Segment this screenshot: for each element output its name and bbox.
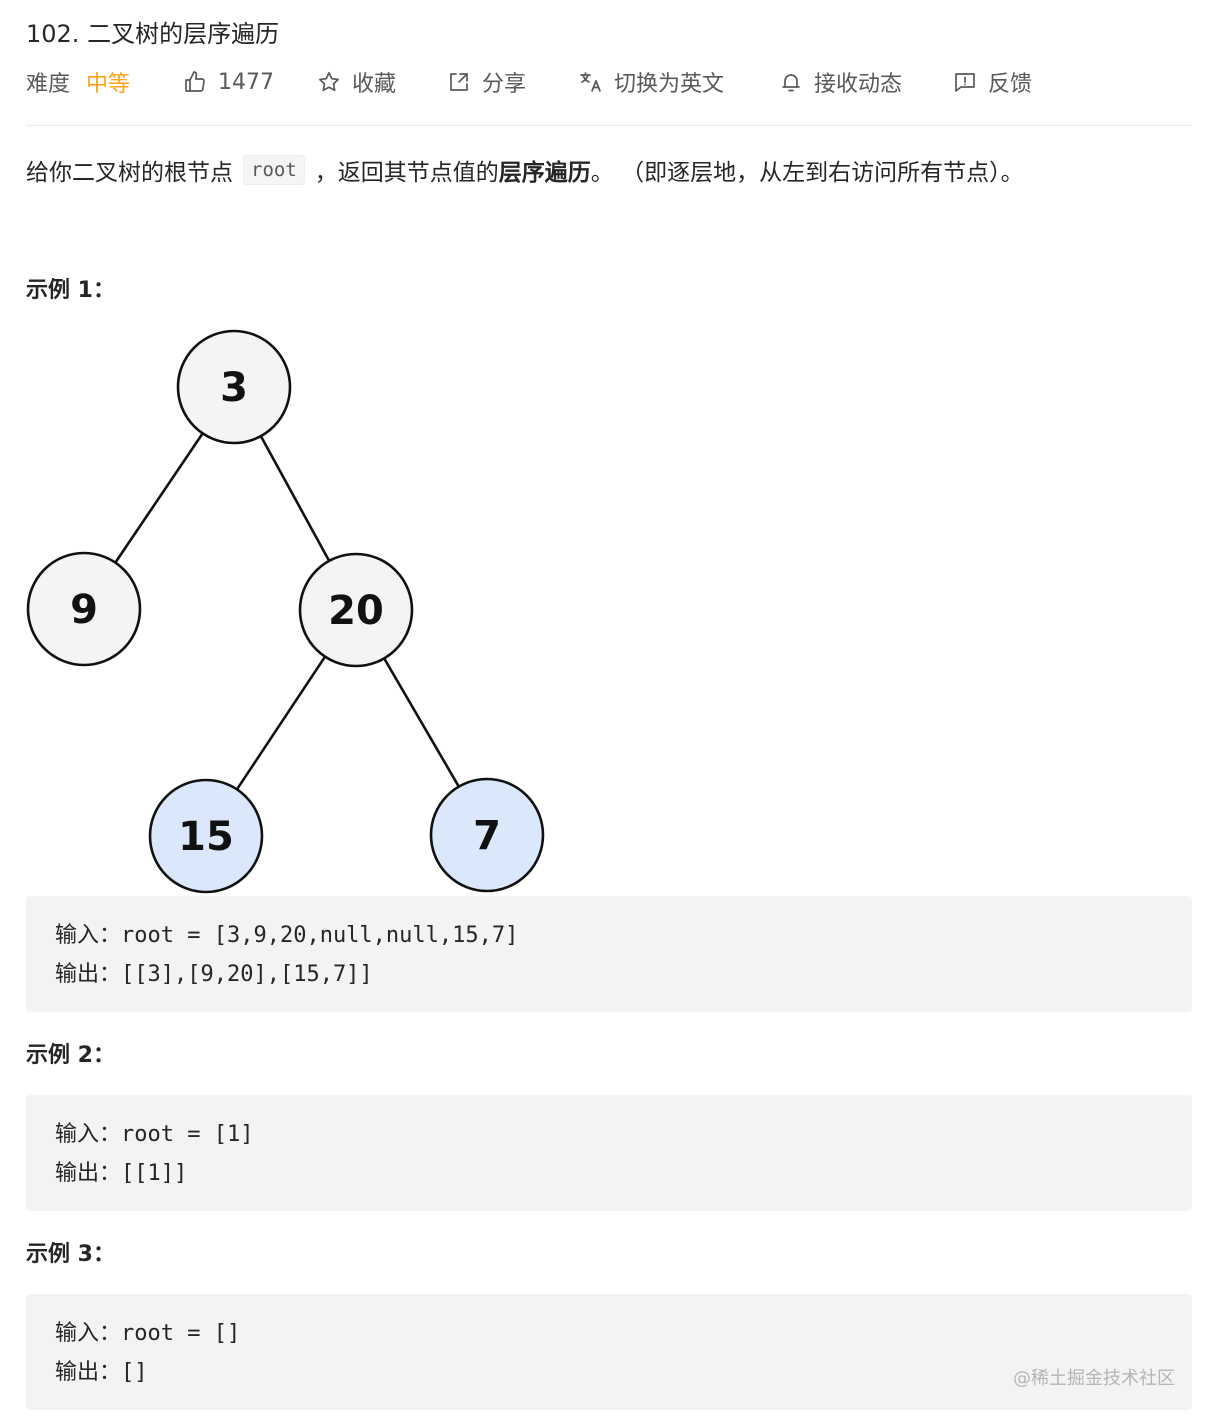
tree-node-9: 9 <box>26 551 142 667</box>
difficulty-value: 中等 <box>86 72 131 97</box>
difficulty: 难度 中等 <box>26 64 130 100</box>
example-1-output: [[3],[9,20],[15,7]] <box>121 962 373 987</box>
example-1-input-label: 输入： <box>55 923 122 948</box>
example-1-output-line: 输出：[[3],[9,20],[15,7]] <box>55 956 373 988</box>
description-text-3: 。 （即逐层地，从左到右访问所有节点）。 <box>590 160 1024 186</box>
example-2-title: 示例 2： <box>26 1043 115 1068</box>
feedback-icon <box>952 69 978 95</box>
bell-icon <box>778 69 804 95</box>
example-2-code-block: 输入：root = [1] 输出：[[1]] <box>26 1095 1192 1211</box>
tree-edges <box>114 432 460 791</box>
like-button[interactable]: 1477 <box>182 64 274 100</box>
tree-node-circle <box>176 329 292 445</box>
star-icon <box>316 69 342 95</box>
translate-label: 切换为英文 <box>614 72 725 97</box>
example-1-title: 示例 1： <box>26 278 115 303</box>
example-2-input: root = [1] <box>121 1122 254 1147</box>
tree-node-20: 20 <box>298 552 414 668</box>
tree-node-circle <box>26 551 142 667</box>
share-label: 分享 <box>482 72 527 97</box>
tree-node-15: 15 <box>148 778 264 894</box>
thumbs-up-icon <box>182 69 208 95</box>
problem-title: 102. 二叉树的层序遍历 <box>26 20 280 48</box>
tree-edge-3-9 <box>114 432 204 564</box>
tree-node-circle <box>429 777 545 893</box>
description-text-1: 给你二叉树的根节点 <box>26 160 233 186</box>
example-1-input-line: 输入：root = [3,9,20,null,null,15,7] <box>55 917 518 949</box>
subscribe-label: 接收动态 <box>814 72 903 97</box>
problem-description: 给你二叉树的根节点 root ，返回其节点值的 层序遍历 。 （即逐层地，从左到… <box>26 150 1024 190</box>
description-text-2: ，返回其节点值的 <box>314 160 499 186</box>
header-divider <box>26 125 1192 126</box>
example-3-output: [] <box>121 1360 148 1385</box>
example-1-code-block: 输入：root = [3,9,20,null,null,15,7] 输出：[[3… <box>26 896 1192 1012</box>
example-3-input-line: 输入：root = [] <box>55 1315 240 1347</box>
example-2-output-line: 输出：[[1]] <box>55 1155 187 1187</box>
example-1-output-label: 输出： <box>55 962 122 987</box>
translate-icon <box>578 69 604 95</box>
like-count: 1477 <box>218 69 274 95</box>
tree-node-label: 20 <box>328 588 384 634</box>
tree-node-7: 7 <box>429 777 545 893</box>
tree-nodes: 3 9 20 15 7 <box>26 329 545 894</box>
feedback-label: 反馈 <box>988 72 1033 97</box>
problem-meta-bar: 难度 中等 1477 收藏 <box>26 64 1196 100</box>
example-3-input-label: 输入： <box>55 1321 122 1346</box>
example-1-input: root = [3,9,20,null,null,15,7] <box>121 923 519 948</box>
example-3-code-block: 输入：root = [] 输出：[] <box>26 1294 1192 1410</box>
example-3-output-line: 输出：[] <box>55 1354 148 1386</box>
example-3-output-label: 输出： <box>55 1360 122 1385</box>
tree-edge-3-20 <box>259 435 331 562</box>
favorite-button[interactable]: 收藏 <box>316 64 396 100</box>
translate-button[interactable]: 切换为英文 <box>578 64 724 100</box>
feedback-button[interactable]: 反馈 <box>952 64 1032 100</box>
example-3-input: root = [] <box>121 1321 241 1346</box>
tree-node-label: 9 <box>70 587 98 633</box>
tree-node-circle <box>148 778 264 894</box>
tree-node-label: 7 <box>473 813 501 859</box>
share-button[interactable]: 分享 <box>446 64 526 100</box>
example-2-input-label: 输入： <box>55 1122 122 1147</box>
tree-node-label: 15 <box>178 814 234 860</box>
example-2-output: [[1]] <box>121 1161 188 1186</box>
watermark: @稀土掘金技术社区 <box>1013 1368 1175 1389</box>
example-2-output-label: 输出： <box>55 1161 122 1186</box>
tree-node-3: 3 <box>176 329 292 445</box>
share-icon <box>446 69 472 95</box>
tree-edge-20-15 <box>235 655 327 791</box>
favorite-label: 收藏 <box>352 72 397 97</box>
tree-node-label: 3 <box>220 365 248 411</box>
subscribe-button[interactable]: 接收动态 <box>778 64 902 100</box>
inline-code-root: root <box>243 155 305 185</box>
tree-node-circle <box>298 552 414 668</box>
description-bold-term: 层序遍历 <box>498 160 591 186</box>
example-2-input-line: 输入：root = [1] <box>55 1116 253 1148</box>
example-3-title: 示例 3： <box>26 1242 115 1267</box>
tree-edge-20-7 <box>383 657 460 788</box>
difficulty-label: 难度 <box>26 72 71 97</box>
binary-tree-figure: 3 9 20 15 7 <box>26 329 545 894</box>
